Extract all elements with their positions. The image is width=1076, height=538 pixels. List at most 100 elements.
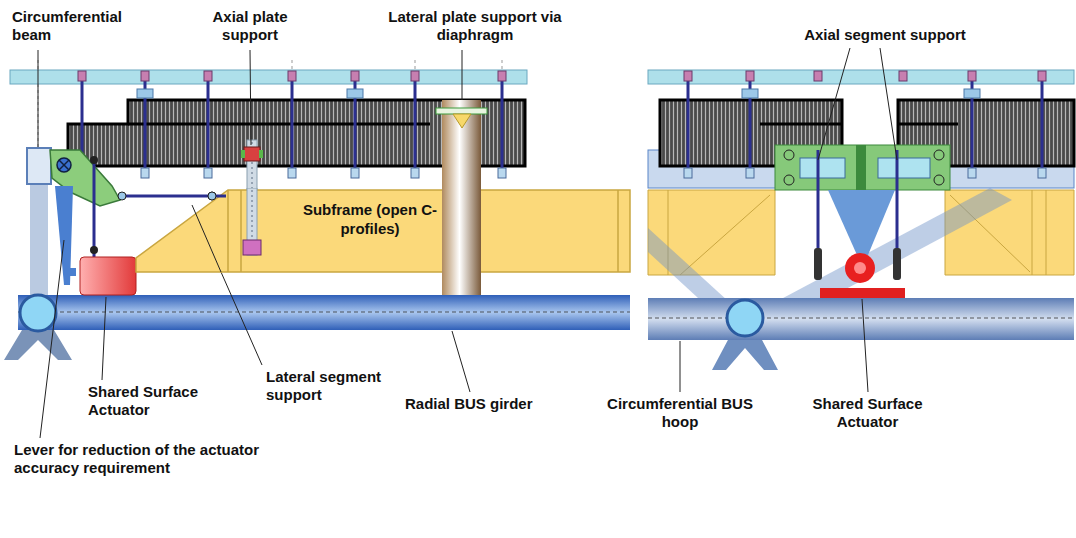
axial-plate-support bbox=[244, 147, 260, 161]
subframe-node: Subframe (open C-profiles) bbox=[90, 188, 635, 276]
shared-actuator bbox=[80, 257, 136, 295]
lateral-plate-pillar bbox=[453, 114, 471, 128]
part-label: Circumferential beam bbox=[12, 8, 137, 44]
link-rod bbox=[208, 192, 216, 200]
plate-rod bbox=[137, 89, 153, 98]
shared-actuator bbox=[820, 253, 905, 298]
axial-rod bbox=[814, 248, 822, 280]
shared-actuator bbox=[854, 262, 866, 274]
plate-rod bbox=[742, 89, 758, 98]
subframe bbox=[1032, 190, 1033, 275]
leader-line bbox=[818, 48, 850, 160]
segment-bracket bbox=[934, 175, 944, 185]
panel-segment bbox=[128, 123, 430, 126]
plate-rod bbox=[968, 71, 976, 81]
reflector-plate bbox=[648, 70, 1074, 84]
plate-rod bbox=[207, 76, 210, 178]
plate-rod bbox=[351, 71, 359, 81]
part-label: Axial segment support bbox=[770, 26, 1000, 44]
subframe-part bbox=[208, 192, 216, 200]
axial-rod bbox=[893, 248, 901, 280]
plate-rod bbox=[141, 71, 149, 81]
segment-bracket bbox=[800, 158, 845, 178]
circumferential-beam bbox=[30, 184, 48, 296]
circumferential-beam bbox=[27, 148, 51, 184]
plate-rod bbox=[288, 71, 296, 81]
leader-line bbox=[250, 50, 251, 145]
segment-bracket bbox=[856, 145, 866, 190]
plate-rod bbox=[899, 71, 907, 81]
plate-rod bbox=[746, 71, 754, 81]
plate-rod bbox=[684, 168, 692, 178]
part-label: Lateral segment support bbox=[266, 368, 401, 404]
link-rod bbox=[118, 192, 126, 200]
lever bbox=[57, 158, 71, 172]
subframe bbox=[680, 195, 770, 275]
plate-rod bbox=[351, 168, 359, 178]
plate-rod bbox=[78, 71, 506, 178]
leader-line bbox=[38, 50, 39, 147]
subframe-part bbox=[240, 190, 242, 272]
plate-rod bbox=[78, 71, 86, 81]
plate-rod bbox=[288, 168, 296, 178]
reflector-plate bbox=[648, 70, 1074, 84]
subframe bbox=[648, 190, 1074, 275]
plate-rod bbox=[964, 89, 980, 98]
lever bbox=[59, 160, 69, 170]
segment-bracket bbox=[784, 175, 794, 185]
subframe-part bbox=[192, 205, 221, 272]
plate-rod bbox=[411, 71, 419, 81]
circumferential-hoop bbox=[648, 298, 1074, 340]
circumferential-hoop bbox=[712, 338, 778, 370]
node-text: Subframe (open C-profiles) bbox=[300, 200, 440, 238]
circumferential-beam bbox=[27, 148, 51, 296]
link-rod bbox=[118, 195, 216, 198]
part-label: Shared Surface Actuator bbox=[88, 383, 213, 419]
leader-line bbox=[221, 272, 262, 365]
segment-bracket bbox=[934, 150, 944, 160]
plate-rod bbox=[498, 168, 506, 178]
plate-rod bbox=[498, 71, 506, 81]
axial-plate-support bbox=[259, 150, 263, 158]
plate-rod bbox=[687, 76, 690, 178]
plate-rod bbox=[1038, 71, 1046, 81]
part-label: Circumferential BUS hoop bbox=[590, 395, 770, 431]
plate-rod bbox=[204, 71, 212, 81]
segment-bracket bbox=[784, 150, 794, 160]
segment-bracket bbox=[878, 158, 930, 178]
shared-actuator bbox=[845, 253, 875, 283]
axial-plate-support bbox=[243, 240, 261, 255]
segment-bracket bbox=[775, 145, 950, 255]
link-rod bbox=[93, 160, 96, 258]
leader-line bbox=[40, 240, 64, 438]
link-rod bbox=[90, 156, 98, 164]
leader-line bbox=[680, 341, 681, 392]
subframe-part bbox=[617, 190, 619, 272]
shared-actuator bbox=[80, 257, 136, 295]
leader-line bbox=[862, 299, 868, 392]
leader-line bbox=[102, 297, 106, 380]
subframe-part bbox=[227, 190, 229, 272]
lever bbox=[64, 268, 76, 276]
lateral-plate-pillar bbox=[442, 100, 481, 295]
plate-rod bbox=[141, 168, 149, 178]
plate-rod bbox=[291, 76, 294, 178]
radial-girder bbox=[4, 330, 72, 360]
segment-bracket bbox=[775, 145, 950, 190]
radial-girder bbox=[18, 312, 630, 313]
circumferential-hoop bbox=[727, 300, 763, 336]
plate-rod bbox=[204, 168, 212, 178]
panel-segment bbox=[898, 123, 958, 126]
axial-plate-support bbox=[241, 150, 245, 158]
plate-rod bbox=[1038, 168, 1046, 178]
plate-rod bbox=[411, 168, 419, 178]
circumferential-hoop bbox=[648, 318, 1074, 319]
subframe-part bbox=[442, 188, 481, 276]
subframe-part bbox=[136, 190, 630, 272]
leader-line bbox=[462, 50, 463, 100]
lateral-plate-pillar bbox=[436, 108, 487, 114]
part-label: Radial BUS girder bbox=[405, 395, 575, 413]
reflector-plate bbox=[10, 70, 527, 84]
part-label: Shared Surface Actuator bbox=[800, 395, 935, 431]
plate-rod bbox=[501, 76, 504, 178]
